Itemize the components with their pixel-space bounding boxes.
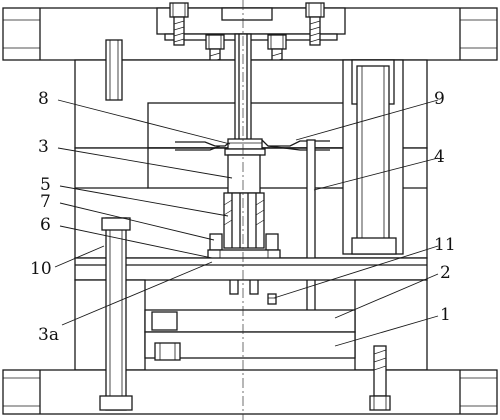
label-3: 3 [38, 137, 49, 157]
left-upper-bolt [105, 39, 123, 101]
part-labels: 8 9 3 4 5 7 6 11 10 2 1 3a [30, 89, 456, 345]
bottom-screw [369, 345, 391, 411]
label-4: 4 [434, 147, 445, 167]
left-guide-pin [99, 217, 133, 411]
support-plate [74, 257, 428, 281]
ejector-plate [144, 309, 356, 333]
label-5: 5 [40, 175, 51, 195]
label-6: 6 [40, 215, 51, 235]
ejector-base-plate [144, 331, 356, 361]
label-1: 1 [440, 305, 451, 325]
bottom-clamp-plate [2, 369, 498, 415]
label-7: 7 [40, 192, 51, 212]
small-ejector-part [267, 293, 277, 305]
sprue-channel [234, 33, 252, 145]
label-8: 8 [38, 89, 49, 109]
label-3a: 3a [38, 325, 59, 345]
label-11: 11 [434, 235, 456, 255]
label-2: 2 [440, 263, 451, 283]
guide-pillar-right [342, 59, 404, 255]
label-9: 9 [434, 89, 445, 109]
leader-lines [54, 99, 439, 347]
label-10: 10 [30, 259, 52, 279]
core-insert-assembly [209, 154, 279, 251]
